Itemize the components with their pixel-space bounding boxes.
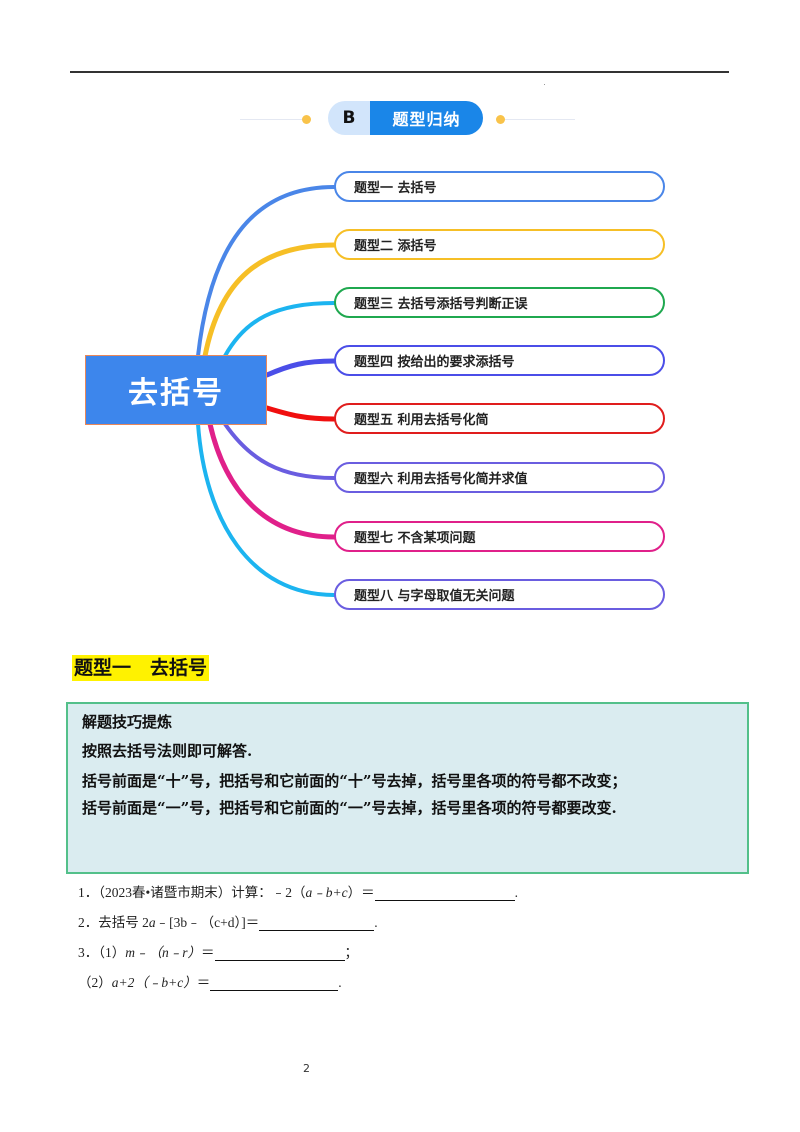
connector-4 [264,358,337,378]
connector-7 [207,421,337,540]
branch-type-4: 题型四 按给出的要求添括号 [334,345,665,376]
connector-5 [264,405,337,422]
question-1: 1．（2023春•诸暨市期末）计算：﹣2（a﹣b+c）＝. [78,878,518,908]
question-2: 2．去括号 2a﹣[3b﹣（c+d）]＝. [78,908,518,938]
connector-3 [223,301,336,358]
section-heading: 题型一 去括号 [72,655,210,681]
section-banner: B 题型归纳 [328,101,483,135]
decorative-dot [544,84,545,85]
tips-line-2: 括号前面是“十”号，把括号和它前面的“十”号去掉，括号里各项的符号都不改变； [82,772,627,790]
connector-6 [223,422,336,480]
answer-blank-3[interactable] [214,942,345,961]
branch-type-2: 题型二 添括号 [334,229,665,260]
page-number: 2 [303,1062,310,1075]
connector-8 [196,422,336,597]
connector-1 [196,185,336,358]
question-3-1: 3．（1）m﹣（n﹣r）＝； [78,938,518,968]
tips-box: 解题技巧提炼 按照去括号法则即可解答. 括号前面是“十”号，把括号和它前面的“十… [66,702,749,874]
banner-title: 题型归纳 [370,101,483,135]
banner-line-right [505,119,575,120]
answer-blank-1[interactable] [374,882,515,901]
answer-blank-2[interactable] [259,912,375,931]
branch-type-1: 题型一 去括号 [334,171,665,202]
banner-dot-left-icon [302,115,311,124]
banner-dot-right-icon [496,115,505,124]
branch-type-3: 题型三 去括号添括号判断正误 [334,287,665,318]
tips-line-3: 括号前面是“一”号，把括号和它前面的“一”号去掉，括号里各项的符号都要改变. [82,799,617,817]
answer-blank-4[interactable] [210,972,339,991]
banner-letter: B [328,101,370,135]
tips-title: 解题技巧提炼 [82,713,173,731]
mindmap-connectors [196,185,337,597]
branch-type-7: 题型七 不含某项问题 [334,521,665,552]
question-list: 1．（2023春•诸暨市期末）计算：﹣2（a﹣b+c）＝. 2．去括号 2a﹣[… [78,878,518,998]
mindmap-center-node: 去括号 [85,355,267,425]
branch-type-5: 题型五 利用去括号化简 [334,403,665,434]
connector-2 [202,242,337,359]
banner-line-left [240,119,302,120]
branch-type-6: 题型六 利用去括号化简并求值 [334,462,665,493]
branch-type-8: 题型八 与字母取值无关问题 [334,579,665,610]
tips-line-1: 按照去括号法则即可解答. [82,742,253,760]
header-rule [70,71,729,73]
question-3-2: （2）a+2（﹣b+c）＝. [78,968,518,998]
